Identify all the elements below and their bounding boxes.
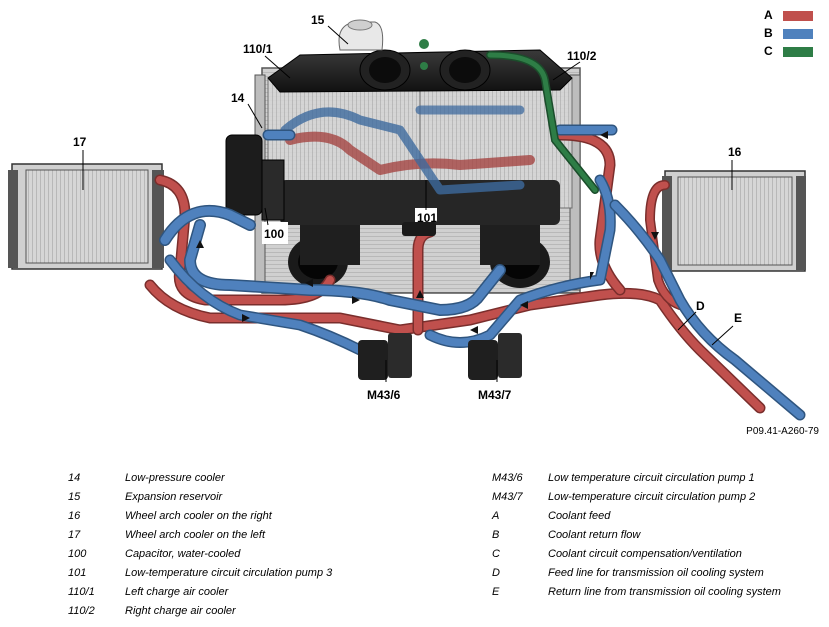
callout-101: 101 bbox=[417, 211, 437, 225]
legend-text: Coolant feed bbox=[548, 510, 611, 522]
callout-100: 100 bbox=[264, 227, 284, 241]
key-letter-c: C bbox=[764, 44, 773, 58]
callout-110-2: 110/2 bbox=[567, 49, 597, 63]
legend-text: Coolant circuit compensation/ventilation bbox=[548, 548, 742, 560]
legend-text: Capacitor, water-cooled bbox=[125, 548, 241, 560]
circulation-pump-m43-6 bbox=[358, 333, 412, 380]
legend-code: 101 bbox=[68, 567, 87, 579]
legend-text: Feed line for transmission oil cooling s… bbox=[548, 567, 764, 579]
cooling-circuit-diagram: 15 110/1 110/2 14 17 16 100 101 D E M43/… bbox=[8, 13, 806, 421]
legend-text: Left charge air cooler bbox=[125, 586, 229, 598]
legend-text: Return line from transmission oil coolin… bbox=[548, 586, 781, 598]
key-swatch-b bbox=[783, 29, 813, 39]
legend-text: Coolant return flow bbox=[548, 529, 641, 541]
compensation-ventilation-line bbox=[486, 51, 599, 194]
intake-ducts bbox=[288, 225, 550, 288]
water-cooled-capacitor bbox=[225, 134, 288, 244]
legend-text: Low temperature circuit circulation pump… bbox=[548, 472, 755, 484]
legend-code: 100 bbox=[68, 548, 87, 560]
legend-code: A bbox=[492, 510, 500, 522]
key-letter-b: B bbox=[764, 26, 773, 40]
coolant-return-lines bbox=[159, 105, 806, 421]
legend-code: 110/1 bbox=[68, 586, 95, 598]
legend-code: 16 bbox=[68, 510, 81, 522]
callout-m43-7: M43/7 bbox=[478, 388, 512, 402]
figure-reference: P09.41-A260-79 bbox=[746, 426, 819, 437]
legend-code: 110/2 bbox=[68, 605, 95, 617]
callout-17: 17 bbox=[73, 135, 87, 149]
circulation-pump-m43-7 bbox=[468, 333, 522, 380]
legend-text: Low-temperature circuit circulation pump… bbox=[548, 491, 756, 503]
callout-16: 16 bbox=[728, 145, 742, 159]
expansion-reservoir bbox=[338, 19, 384, 51]
legend-code: B bbox=[492, 529, 500, 541]
legend-code: C bbox=[492, 548, 500, 560]
intake-housing bbox=[267, 39, 573, 225]
legend-text: Right charge air cooler bbox=[125, 605, 236, 617]
key-letter-a: A bbox=[764, 8, 773, 22]
wheel-arch-cooler-left bbox=[8, 163, 164, 270]
legend-text: Expansion reservoir bbox=[125, 491, 223, 503]
callout-e: E bbox=[734, 311, 742, 325]
callout-110-1: 110/1 bbox=[243, 42, 273, 56]
legend-text: Low-temperature circuit circulation pump… bbox=[125, 567, 333, 579]
legend-code: 15 bbox=[68, 491, 81, 503]
legend-code: D bbox=[492, 567, 500, 579]
callout-14: 14 bbox=[231, 91, 245, 105]
legend-code: E bbox=[492, 586, 500, 598]
legend-text: Low-pressure cooler bbox=[125, 472, 225, 484]
callout-15: 15 bbox=[311, 13, 325, 27]
callout-m43-6: M43/6 bbox=[367, 388, 401, 402]
legend-text: Wheel arch cooler on the left bbox=[125, 529, 266, 541]
legend-code: 17 bbox=[68, 529, 81, 541]
circulation-pump-101 bbox=[402, 208, 437, 236]
key-swatch-a bbox=[783, 11, 813, 21]
legend-code: 14 bbox=[68, 472, 81, 484]
legend-code: M43/6 bbox=[492, 472, 523, 484]
legend-code: M43/7 bbox=[492, 491, 523, 503]
callout-labels: 15 110/1 110/2 14 17 16 100 101 D E M43/… bbox=[73, 13, 742, 402]
flow-arrows bbox=[196, 131, 659, 334]
key-swatch-c bbox=[783, 47, 813, 57]
legend-text: Wheel arch cooler on the right bbox=[125, 510, 272, 522]
wheel-arch-cooler-right bbox=[662, 170, 806, 272]
callout-d: D bbox=[696, 299, 705, 313]
leader-lines bbox=[82, 25, 734, 382]
